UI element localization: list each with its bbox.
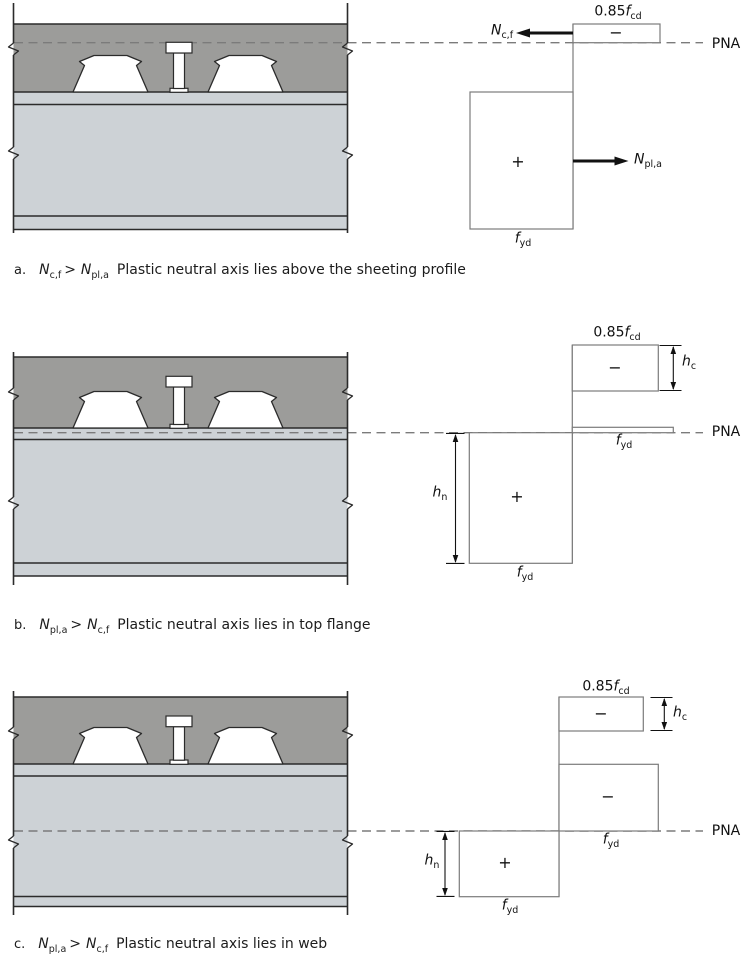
deck-rib-left	[72, 726, 149, 765]
minus-sign: −	[594, 704, 608, 723]
force-arrow-npla	[573, 156, 629, 166]
steel-tension-block	[458, 830, 560, 898]
stud-head	[165, 715, 193, 728]
caption-text: Plastic neutral axis lies above the shee…	[116, 262, 466, 278]
dim-arrow-head	[442, 832, 448, 840]
dim-arrow-head	[442, 888, 448, 896]
minus-sign: −	[601, 787, 615, 806]
deck-rib-left	[72, 390, 149, 429]
npla-force-label: Npl,a	[634, 151, 662, 171]
dim-arrow-head	[452, 555, 459, 563]
pna-label: PNA	[711, 823, 741, 839]
steel-compression-block	[558, 763, 659, 832]
deck-rib-right	[207, 54, 284, 93]
figure-a	[7, 3, 703, 233]
plus-sign: +	[510, 487, 524, 506]
deck-rib-right	[207, 726, 284, 765]
arrow-head	[614, 156, 629, 166]
fcd-stress-label: 0.85fcd	[594, 3, 642, 23]
break-mark	[341, 387, 354, 401]
minus-sign: −	[609, 23, 623, 42]
stud-head	[165, 41, 193, 54]
dim-arrow-head	[670, 346, 677, 354]
hn-dimension-label: hn	[424, 852, 440, 872]
shear-stud	[165, 41, 193, 93]
break-mark	[7, 42, 20, 56]
fcd-stress-label: 0.85fcd	[582, 678, 630, 698]
break-mark	[341, 496, 354, 510]
minus-sign: −	[608, 358, 622, 377]
fyd-stress-label: fyd	[516, 564, 534, 584]
break-mark	[7, 835, 20, 849]
dim-arrow-head	[452, 434, 459, 442]
dimension-hc	[650, 696, 673, 732]
caption-index: c.	[14, 937, 26, 952]
fcd-stress-label: 0.85fcd	[593, 324, 641, 344]
stud-shank	[172, 726, 186, 761]
break-mark	[7, 726, 20, 740]
fyd-web-label: fyd	[602, 831, 620, 851]
caption-text: Plastic neutral axis lies in web	[116, 936, 328, 952]
stress-diagram-b	[446, 344, 682, 564]
steel-beam	[13, 764, 348, 907]
steel-tension-block	[469, 91, 574, 230]
break-mark	[341, 726, 354, 740]
plus-sign: +	[511, 152, 525, 171]
concrete-compression-block	[571, 344, 659, 392]
concrete-compression-block	[558, 696, 644, 732]
shear-stud	[165, 375, 193, 429]
ncf-force-label: Nc,f	[490, 22, 514, 42]
figure-c	[7, 691, 703, 915]
cross-section-c	[7, 691, 703, 915]
break-mark	[341, 835, 354, 849]
dim-arrow-head	[661, 698, 668, 706]
deck-rib-right	[207, 390, 284, 429]
stud-head	[165, 375, 193, 388]
cross-section-a	[7, 3, 703, 233]
dim-arrow-head	[670, 382, 677, 390]
stud-shank	[172, 52, 186, 90]
dimension-hn	[436, 830, 455, 897]
caption-b: b. Npl,a>Nc,f Plastic neutral axis lies …	[14, 617, 370, 639]
steel-tension-block	[468, 432, 573, 564]
stud-shank	[172, 386, 186, 426]
pna-label: PNA	[711, 36, 741, 52]
fyd-stress-label: fyd	[501, 897, 519, 917]
hc-dimension-label: hc	[672, 704, 688, 724]
dimension-hc	[659, 344, 682, 392]
stress-diagram-a	[469, 23, 661, 230]
cross-section-b	[7, 352, 703, 585]
caption-index: b.	[14, 618, 27, 633]
break-mark	[7, 496, 20, 510]
caption-c: c. Npl,a>Nc,f Plastic neutral axis lies …	[14, 936, 327, 958]
break-mark	[7, 387, 20, 401]
dim-arrow-head	[661, 722, 668, 730]
plus-sign: +	[498, 853, 512, 872]
steel-beam	[13, 92, 348, 230]
break-mark	[7, 146, 20, 160]
deck-rib-left	[72, 54, 149, 93]
caption-formula: Npl,a>Nc,f	[39, 617, 110, 636]
shear-stud	[165, 715, 193, 765]
pna-label: PNA	[711, 424, 741, 440]
caption-a: a. Nc,f>Npl,a Plastic neutral axis lies …	[14, 262, 466, 284]
caption-index: a.	[14, 263, 27, 278]
caption-formula: Npl,a>Nc,f	[38, 936, 109, 955]
dimension-hn	[446, 432, 465, 564]
steel-beam	[13, 428, 348, 576]
force-arrow-ncf	[516, 28, 573, 38]
arrow-head	[516, 28, 530, 38]
flange-compression-sliver	[571, 426, 674, 434]
break-mark	[341, 146, 354, 160]
caption-text: Plastic neutral axis lies in top flange	[117, 617, 371, 633]
break-mark	[341, 42, 354, 56]
figure-b	[7, 344, 703, 585]
caption-formula: Nc,f>Npl,a	[39, 262, 109, 281]
hc-dimension-label: hc	[681, 353, 697, 373]
fyd-stress-label: fyd	[514, 230, 532, 250]
fyd-flange-label: fyd	[615, 432, 633, 452]
stress-diagram-c	[436, 696, 673, 898]
hn-dimension-label: hn	[432, 484, 448, 504]
